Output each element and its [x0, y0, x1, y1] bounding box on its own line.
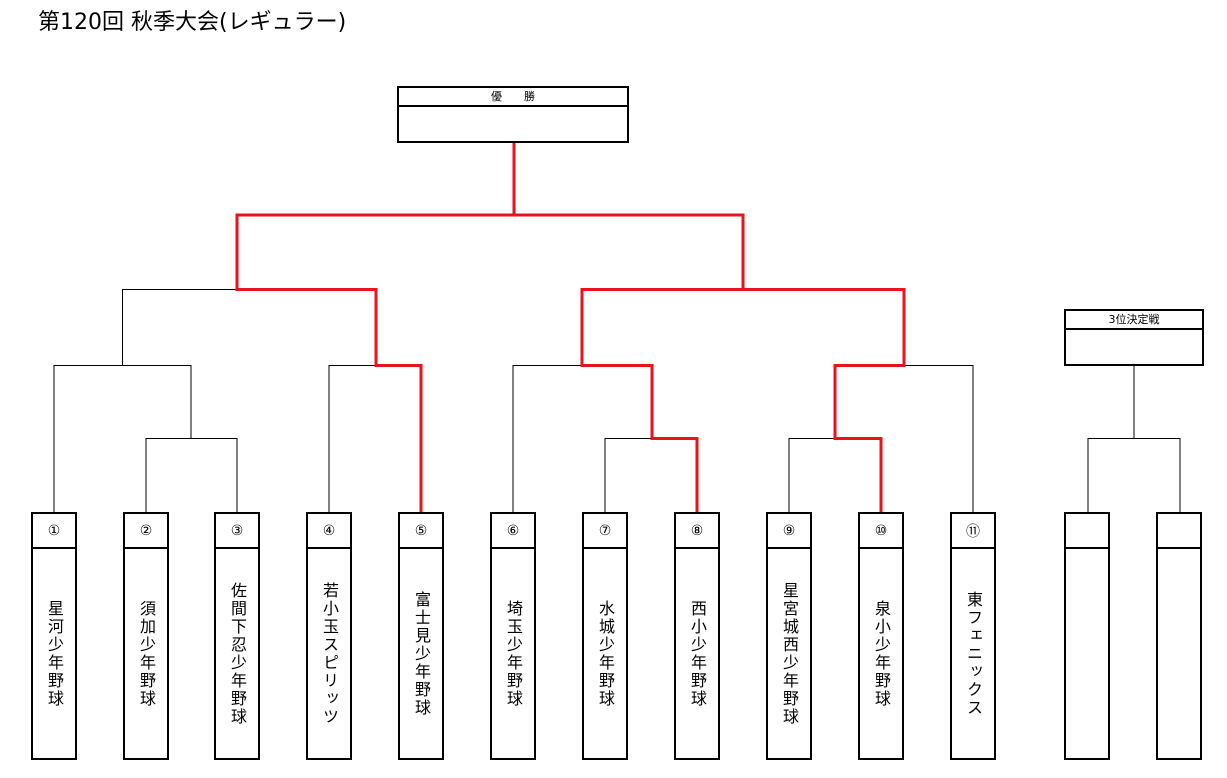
team-name: 須加少年野球	[137, 599, 156, 708]
winner-line	[235, 143, 516, 512]
team-box-8: ⑧ 西小少年野球	[674, 512, 720, 760]
team-seed: ⑤	[400, 514, 442, 549]
team-box-4: ④ 若小玉スピリッツ	[306, 512, 352, 760]
team-box-7: ⑦ 水城少年野球	[582, 512, 628, 760]
team-seed: ⑨	[768, 514, 810, 549]
team-name-cell: 東フェニックス	[952, 549, 994, 758]
team-seed	[1158, 514, 1200, 549]
bracket-line	[122, 289, 237, 366]
team-seed: ②	[125, 514, 167, 549]
bracket-line	[788, 438, 835, 512]
team-box-6: ⑥ 埼玉少年野球	[490, 512, 536, 760]
team-name-cell: 佐間下忍少年野球	[216, 549, 258, 758]
team-name: 泉小少年野球	[872, 599, 891, 708]
winner-line	[514, 213, 745, 512]
third-place-box: 3位決定戦	[1064, 309, 1204, 366]
page-title: 第120回 秋季大会(レギュラー)	[38, 10, 347, 35]
team-name: 若小玉スピリッツ	[320, 581, 339, 726]
team-name-cell: 星宮城西少年野球	[768, 549, 810, 758]
team-name: 富士見少年野球	[412, 590, 431, 717]
team-name: 星宮城西少年野球	[780, 581, 799, 726]
team-name-cell: 埼玉少年野球	[492, 549, 534, 758]
third-place-slot-1	[1064, 512, 1110, 760]
team-seed: ③	[216, 514, 258, 549]
team-name: 星河少年野球	[45, 599, 64, 708]
team-box-2: ② 須加少年野球	[123, 512, 169, 760]
team-name: 佐間下忍少年野球	[228, 581, 247, 726]
bracket-line	[904, 365, 974, 512]
team-name-cell	[1066, 549, 1108, 758]
bracket-line	[145, 438, 238, 512]
team-name: 西小少年野球	[688, 599, 707, 708]
bracket-line	[604, 438, 652, 512]
team-seed: ⑧	[676, 514, 718, 549]
bracket-line	[328, 365, 376, 512]
team-name: 水城少年野球	[596, 599, 615, 708]
team-name: 東フェニックス	[964, 590, 983, 717]
winner-line	[743, 288, 906, 512]
team-seed: ⑪	[952, 514, 994, 549]
champion-label: 優 勝	[399, 88, 627, 107]
team-name-cell: 星河少年野球	[33, 549, 75, 758]
champion-box: 優 勝	[397, 86, 629, 143]
team-box-3: ③ 佐間下忍少年野球	[214, 512, 260, 760]
team-name-cell: 富士見少年野球	[400, 549, 442, 758]
team-seed: ⑩	[860, 514, 902, 549]
team-box-10: ⑩ 泉小少年野球	[858, 512, 904, 760]
team-name-cell	[1158, 549, 1200, 758]
team-seed	[1066, 514, 1108, 549]
team-box-1: ① 星河少年野球	[31, 512, 77, 760]
team-name-cell: 若小玉スピリッツ	[308, 549, 350, 758]
team-box-11: ⑪ 東フェニックス	[950, 512, 996, 760]
bracket-line	[1087, 438, 1181, 512]
third-place-label: 3位決定戦	[1066, 311, 1202, 330]
bracket-line	[512, 365, 582, 512]
team-name-cell: 泉小少年野球	[860, 549, 902, 758]
team-seed: ①	[33, 514, 75, 549]
team-name: 埼玉少年野球	[504, 599, 523, 708]
team-box-9: ⑨ 星宮城西少年野球	[766, 512, 812, 760]
team-name-cell: 水城少年野球	[584, 549, 626, 758]
team-box-5: ⑤ 富士見少年野球	[398, 512, 444, 760]
team-seed: ⑥	[492, 514, 534, 549]
team-seed: ④	[308, 514, 350, 549]
team-name-cell: 須加少年野球	[125, 549, 167, 758]
third-place-slot-2	[1156, 512, 1202, 760]
team-name-cell: 西小少年野球	[676, 549, 718, 758]
team-seed: ⑦	[584, 514, 626, 549]
